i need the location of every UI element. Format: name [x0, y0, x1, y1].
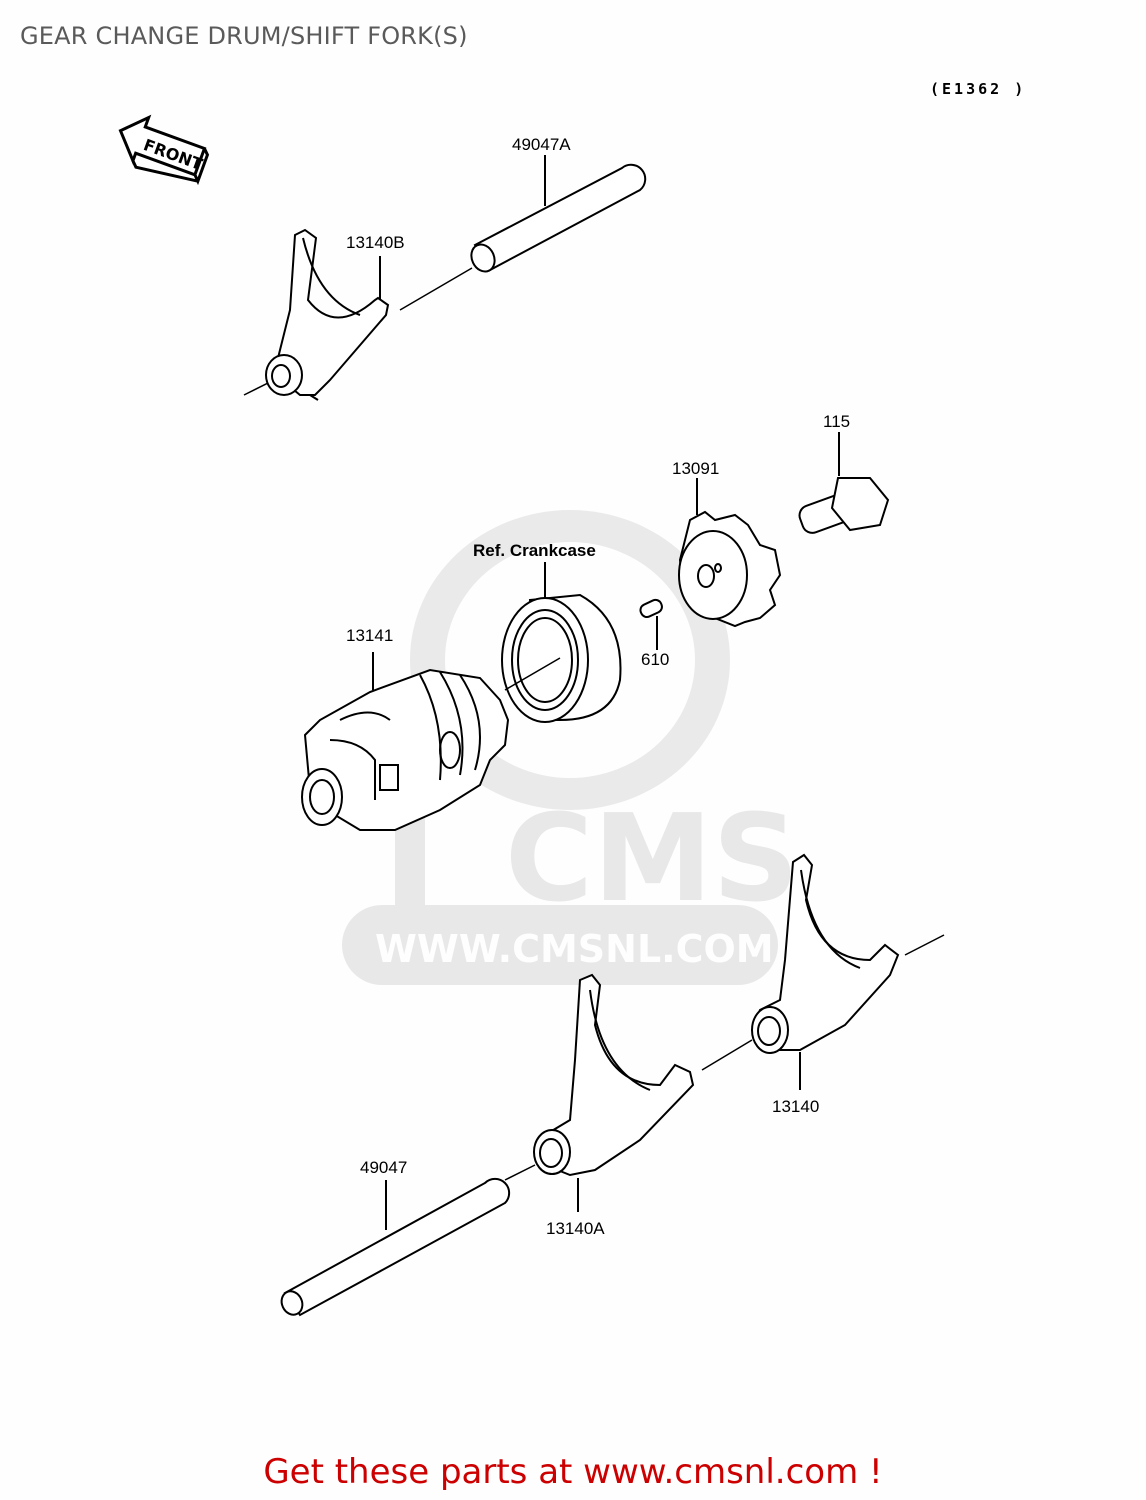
- part-13091-drum-cam[interactable]: 13091: [672, 459, 782, 628]
- front-arrow-icon: FRONT: [118, 114, 210, 186]
- part-13140B-shift-fork[interactable]: 13140B: [265, 228, 405, 401]
- label-610: 610: [641, 650, 669, 669]
- part-610-dowel-pin[interactable]: 610: [638, 598, 669, 669]
- label-49047: 49047: [360, 1158, 407, 1177]
- label-13141: 13141: [346, 626, 393, 645]
- part-49047A-shift-rod[interactable]: 49047A: [467, 135, 647, 275]
- part-13141-gear-change-drum[interactable]: 13141: [301, 626, 510, 831]
- label-115: 115: [823, 412, 850, 431]
- label-ref-crankcase: Ref. Crankcase: [473, 541, 596, 560]
- label-13140B: 13140B: [346, 233, 405, 252]
- part-ref-crankcase-bearing[interactable]: Ref. Crankcase: [473, 541, 622, 723]
- label-49047A: 49047A: [512, 135, 571, 154]
- part-13140-shift-fork[interactable]: 13140: [750, 853, 900, 1116]
- page-title: GEAR CHANGE DRUM/SHIFT FORK(S): [20, 22, 468, 50]
- diagram-code: (E1362 ): [930, 80, 1027, 98]
- cmsnl-watermark: CMS WWW.CMSNL.COM: [342, 510, 799, 985]
- watermark-url: WWW.CMSNL.COM: [375, 927, 774, 971]
- footer-promo-link[interactable]: Get these parts at www.cmsnl.com !: [263, 1452, 883, 1492]
- part-49047-shift-rod[interactable]: 49047: [278, 1158, 511, 1318]
- watermark-logo: CMS: [505, 790, 799, 929]
- part-13140A-shift-fork[interactable]: 13140A: [533, 973, 695, 1238]
- label-13091: 13091: [672, 459, 719, 478]
- part-115-bolt[interactable]: 115: [797, 412, 890, 536]
- label-13140A: 13140A: [546, 1219, 605, 1238]
- label-13140: 13140: [772, 1097, 819, 1116]
